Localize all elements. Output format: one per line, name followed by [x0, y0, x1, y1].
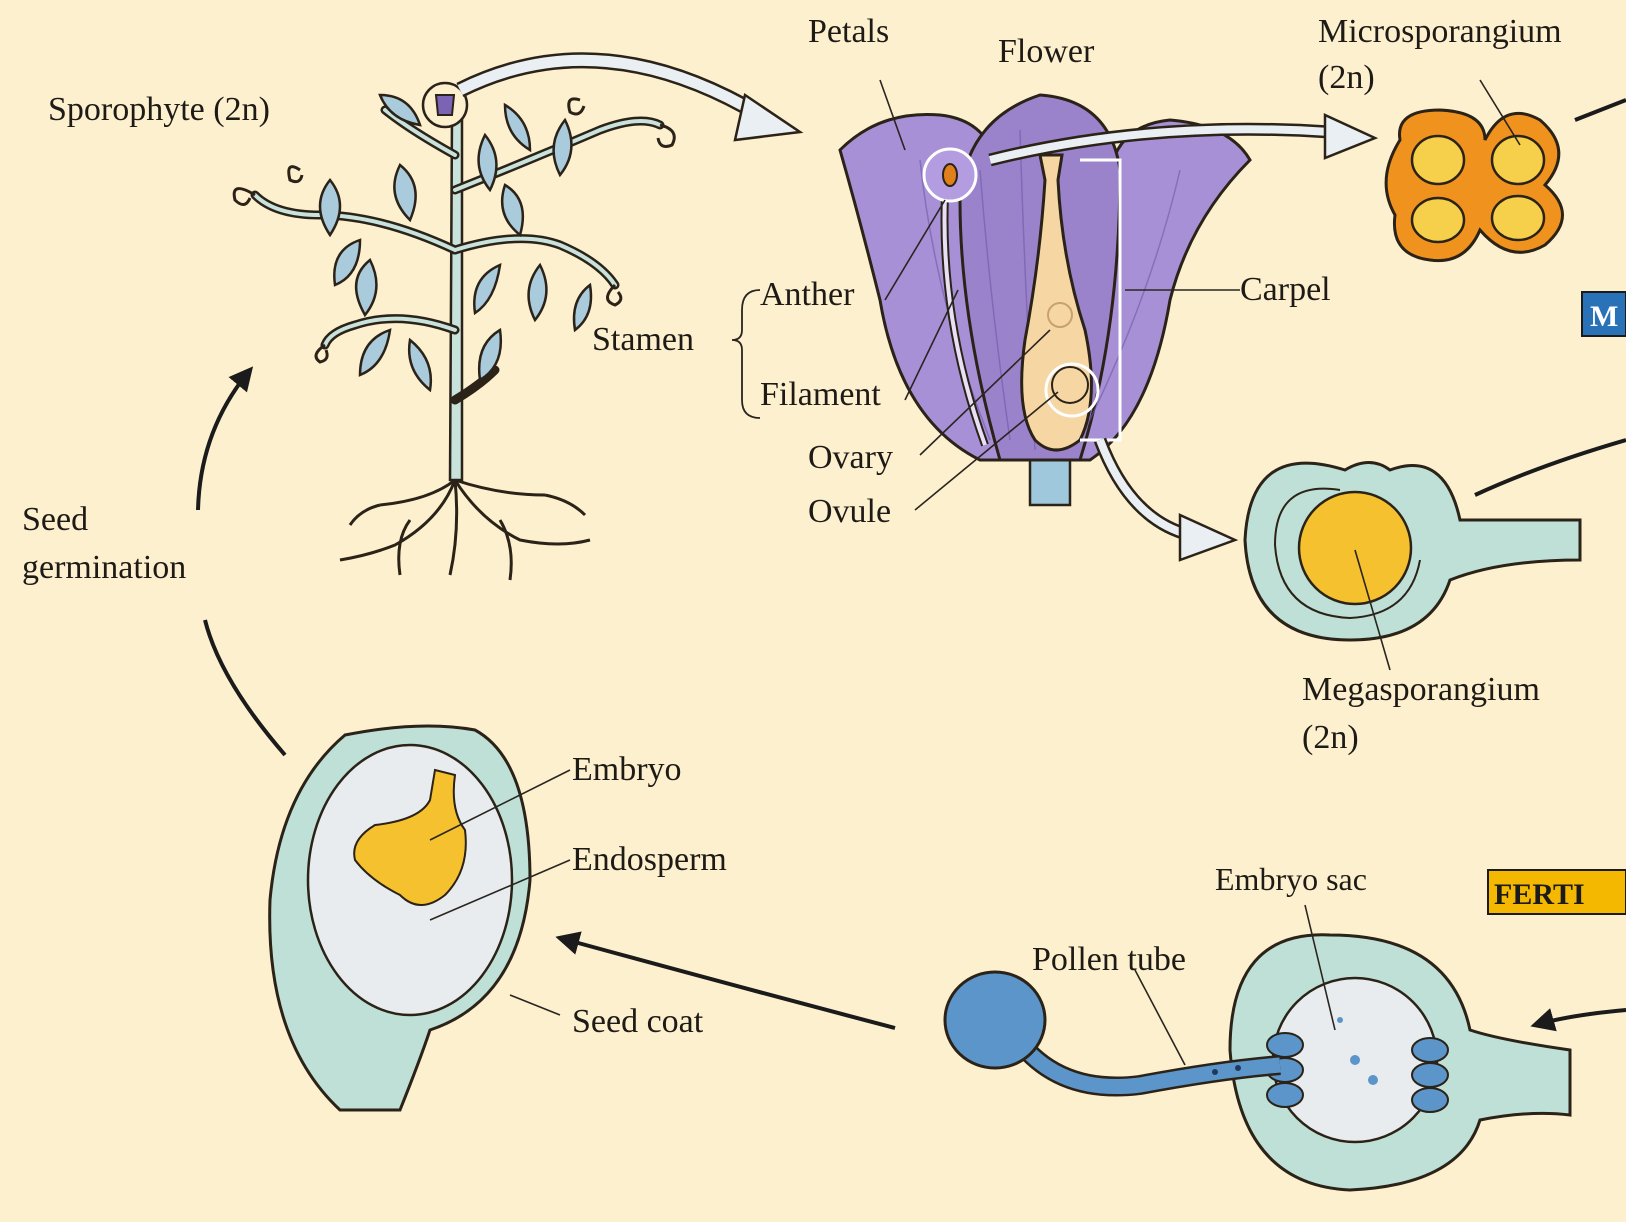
- microsporangium: [1386, 110, 1562, 261]
- microsporangium-ploidy-label: (2n): [1318, 59, 1375, 96]
- megasporangium-label: Megasporangium: [1302, 671, 1540, 708]
- sporophyte-label: Sporophyte (2n): [48, 91, 270, 128]
- petals-label: Petals: [808, 13, 889, 50]
- meiosis-tag: M: [1582, 292, 1626, 336]
- fertilization-tag-text: FERTI: [1494, 878, 1585, 911]
- seed-germination-arrow-lower: [205, 620, 285, 755]
- fertilization-tag: FERTI: [1488, 870, 1626, 914]
- seed-germination-arrow-upper: [198, 370, 250, 510]
- anther-label: Anther: [760, 276, 855, 313]
- embryo-label: Embryo: [572, 751, 682, 788]
- seed-germination-label-line1: Seed: [22, 501, 88, 538]
- flower: [840, 95, 1250, 505]
- meiosis-tag-text: M: [1590, 300, 1618, 333]
- megasporangium-ploidy-label: (2n): [1302, 719, 1359, 756]
- embryo-sac-label: Embryo sac: [1215, 861, 1367, 897]
- seed-coat-label: Seed coat: [572, 1003, 704, 1040]
- carpel-label: Carpel: [1240, 271, 1331, 308]
- flower-label: Flower: [998, 33, 1095, 70]
- seed: [270, 726, 530, 1110]
- ovule-label: Ovule: [808, 493, 891, 530]
- stamen-label: Stamen: [592, 321, 694, 358]
- pollen-tube-label: Pollen tube: [1032, 941, 1186, 978]
- seed-germination-label-line2: germination: [22, 549, 186, 586]
- endosperm-label: Endosperm: [572, 841, 727, 878]
- filament-label: Filament: [760, 376, 881, 413]
- megasporangium: [1245, 463, 1580, 641]
- ovary-label: Ovary: [808, 439, 893, 476]
- microsporangium-label: Microsporangium: [1318, 13, 1562, 50]
